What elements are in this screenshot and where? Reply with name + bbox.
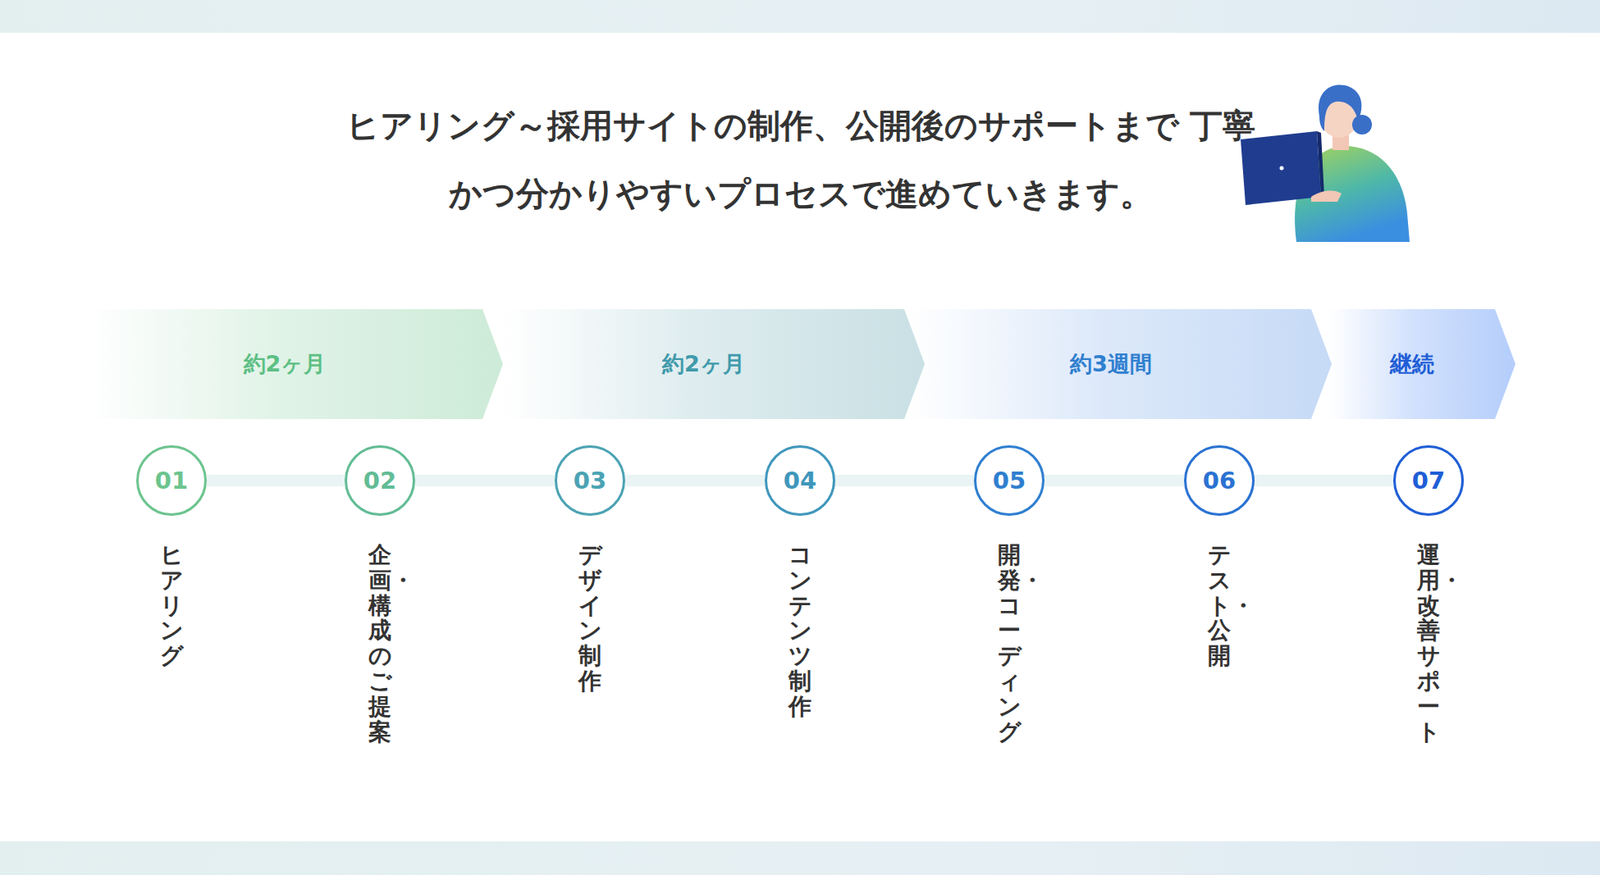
step-circle: 02企画・構成のご提案 [344,445,416,517]
duration-label: 約2ヶ月 [662,349,766,380]
duration-label: 継続 [1389,349,1455,380]
chevron-fill [910,309,1332,420]
person-illustration [1238,82,1420,247]
phase-band: 約3週間 [910,309,1332,420]
step-label: 開発・コーディング [997,543,1021,746]
step-number: 07 [1412,466,1445,495]
timeline-connector [415,475,555,487]
step-circle: 03デザイン制作 [554,445,626,517]
step-circle: 05開発・コーディング [973,445,1045,517]
heading: ヒアリング～採用サイトの制作、公開後のサポートまで 丁寧かつ分かりやすいプロセス… [341,91,1261,229]
duration-label: 約2ヶ月 [243,349,348,380]
timeline-connector [835,475,974,487]
step-circle: 06テスト・公開 [1184,445,1255,517]
top-bar [0,0,1600,33]
step-number: 03 [573,466,607,495]
chevron-fill [86,309,503,420]
bottom-bar [0,841,1600,875]
timeline-connector [206,475,345,487]
step-label: テスト・公開 [1207,543,1231,670]
step-number: 01 [155,466,188,495]
step-circle: 04コンテンツ制作 [764,445,836,517]
timeline-connector [1044,475,1184,487]
step-number: 05 [992,466,1026,495]
phase-band: 継続 [1329,309,1516,420]
phase-band: 約2ヶ月 [86,309,503,420]
step-circle: 07運用・改善サポート [1393,445,1464,517]
step-number: 04 [783,466,817,495]
duration-label: 約3週間 [1069,349,1173,380]
step-label: デザイン制作 [578,543,602,695]
timeline-connector [625,475,765,487]
chevron-fill [502,309,925,420]
phase-band: 約2ヶ月 [502,309,925,420]
step-label: 運用・改善サポート [1417,543,1440,746]
chevron-fill [1329,309,1516,420]
step-circle: 01ヒアリング [136,445,207,517]
step-label: コンテンツ制作 [788,543,812,721]
step-label: ヒアリング [160,543,183,670]
step-number: 02 [363,466,397,495]
step-number: 06 [1202,466,1236,495]
step-label: 企画・構成のご提案 [368,543,392,746]
timeline-connector [1254,475,1394,487]
